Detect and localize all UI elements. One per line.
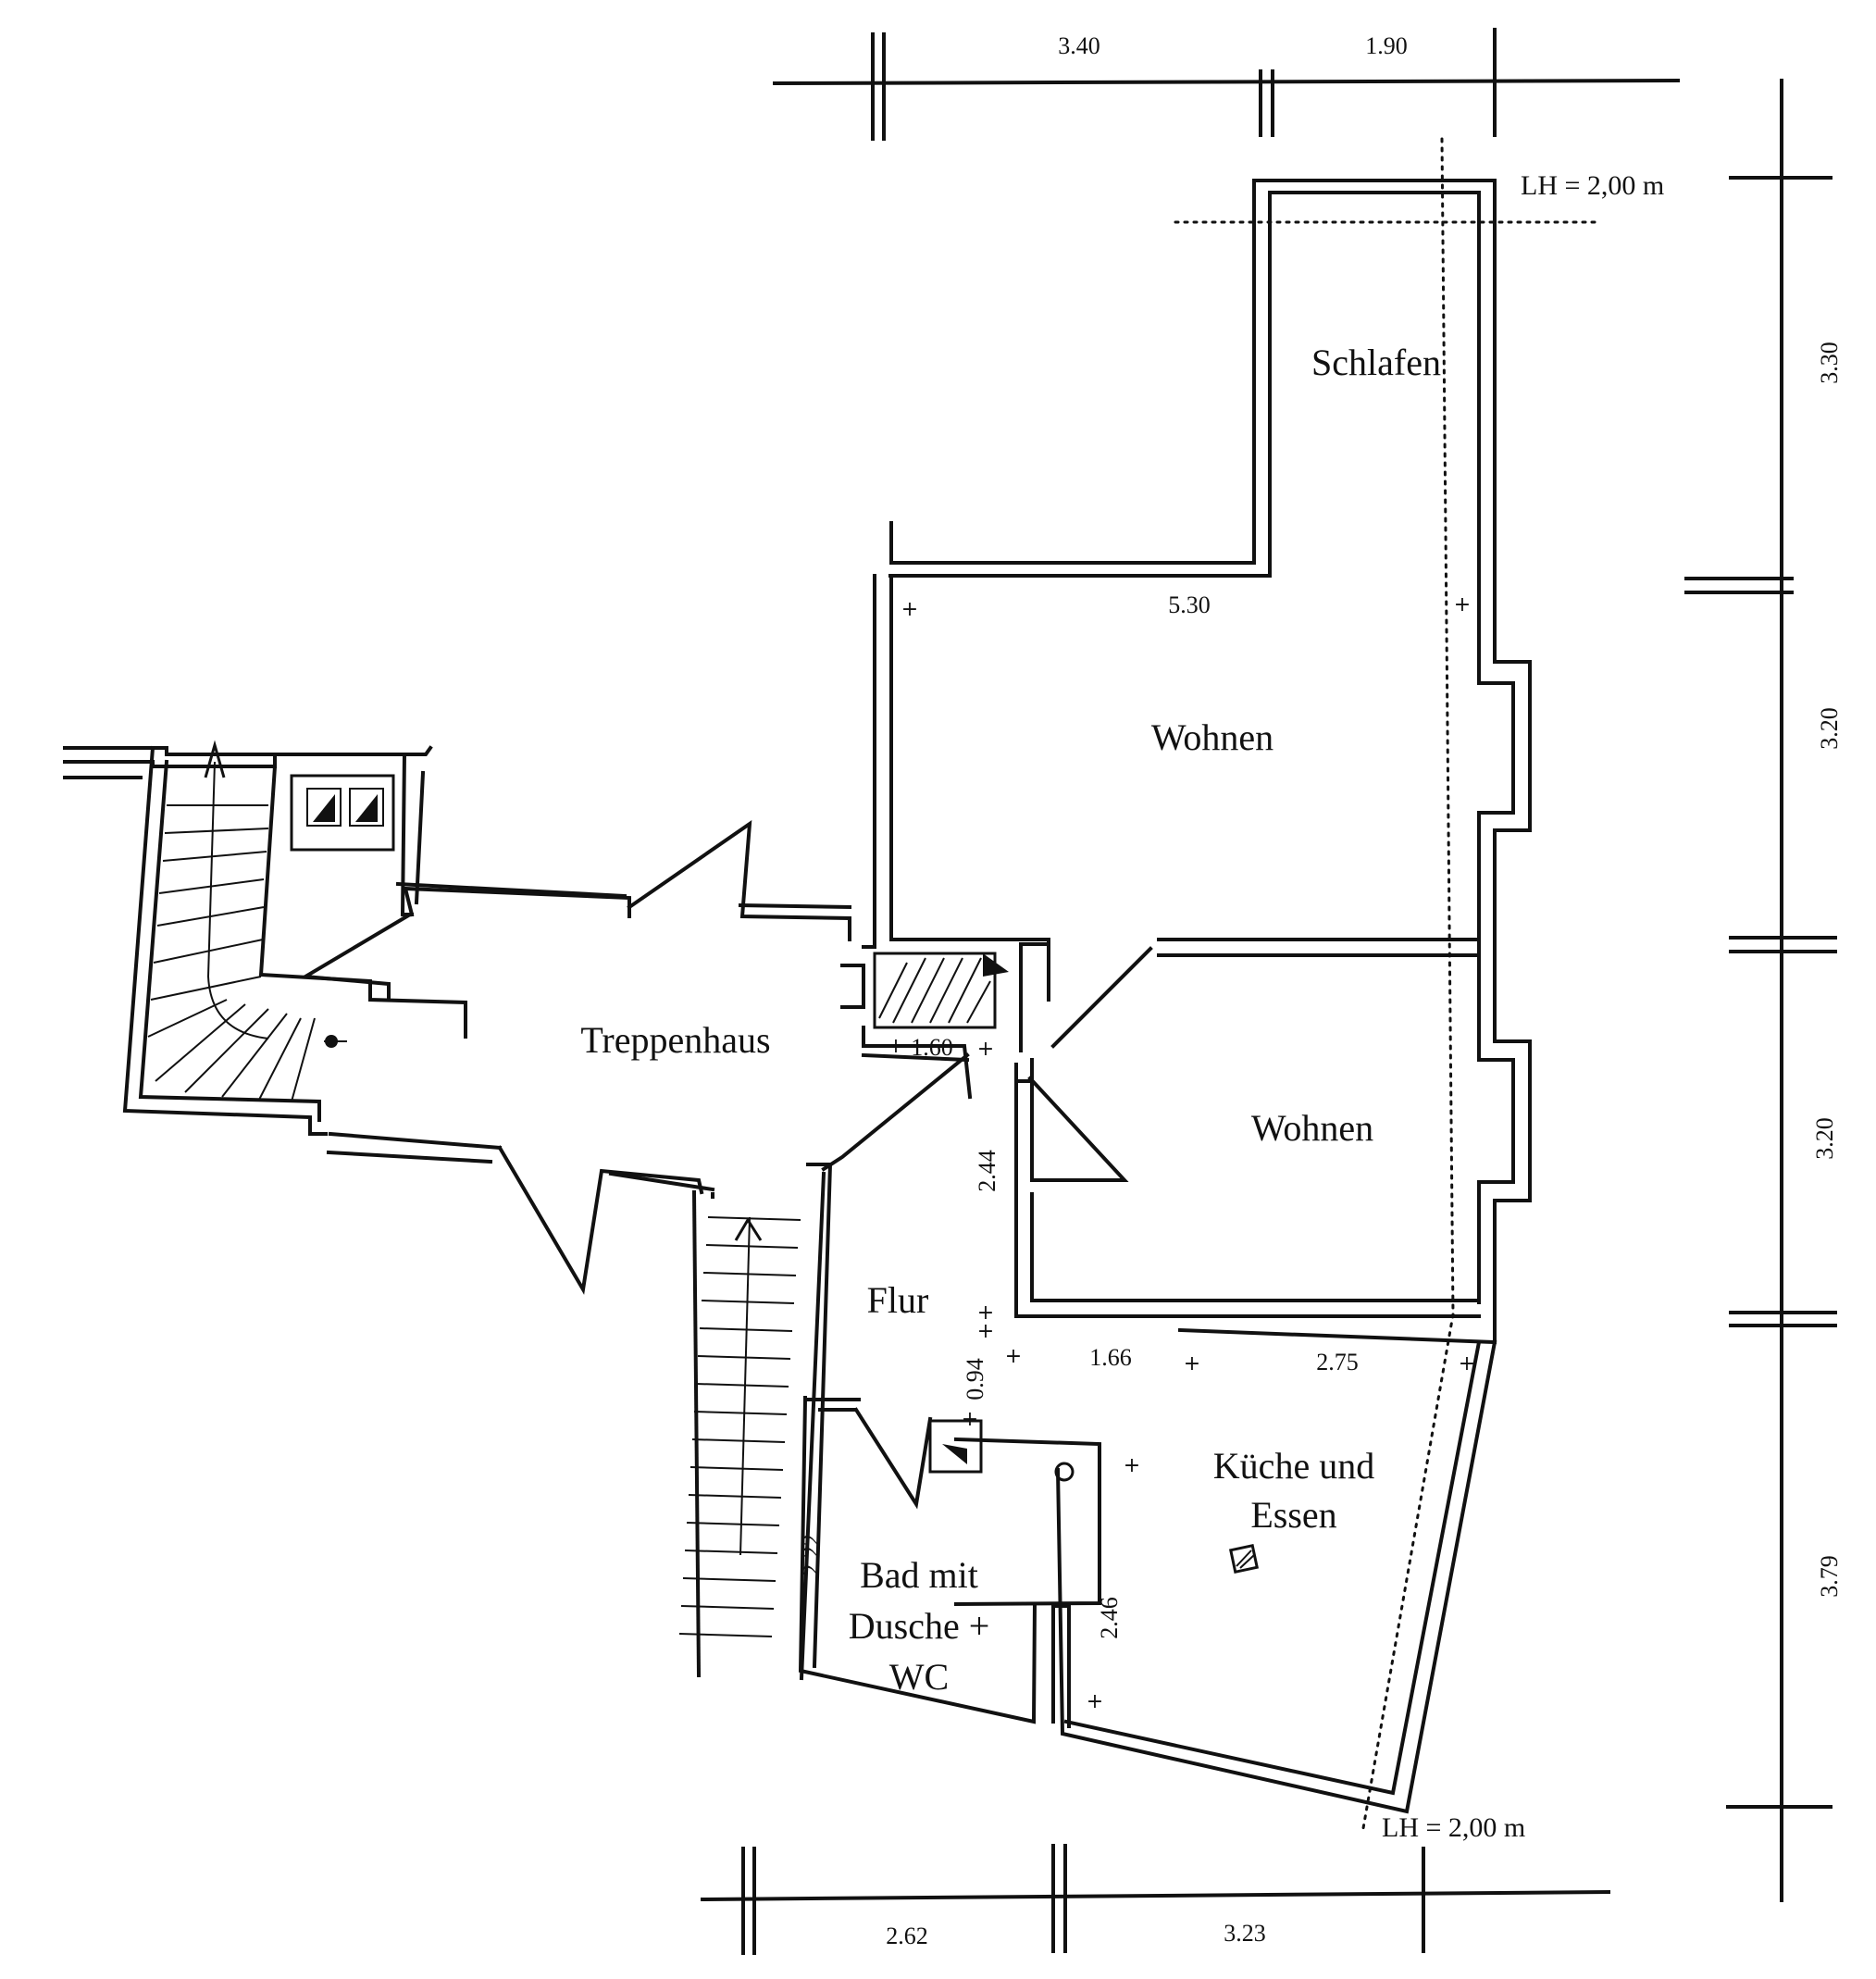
bath-fixtures: [928, 1419, 1075, 1482]
dim-bath-height: 2.22: [798, 1534, 825, 1576]
dim-kitchen-a: 1.66: [1089, 1344, 1132, 1371]
stairs-flur: [678, 1216, 801, 1637]
dim-kitchen-b: 2.75: [1316, 1349, 1359, 1375]
dim-wohnen-width: 5.30: [1168, 591, 1211, 618]
svg-text:+: +: [1459, 1352, 1475, 1375]
stairwell-walls: [63, 745, 1034, 1678]
dim-bottom-2: 3.23: [1224, 1920, 1266, 1947]
chimney-block: [873, 952, 1009, 1029]
svg-text:+: +: [1124, 1454, 1140, 1477]
dim-top-2: 1.90: [1365, 32, 1408, 59]
dim-step: 0.94: [962, 1358, 988, 1400]
svg-text:+: +: [977, 1301, 994, 1325]
room-label-bad-3: WC: [889, 1656, 949, 1698]
dimension-right: [1684, 79, 1837, 1902]
svg-text:+: +: [1087, 1690, 1103, 1713]
svg-text:+: +: [888, 1035, 904, 1058]
svg-text:+: +: [977, 1038, 994, 1061]
meter-box: [290, 774, 395, 852]
room-label-bad-2: Dusche +: [849, 1605, 990, 1647]
room-label-kueche-2: Essen: [1250, 1494, 1336, 1536]
dim-right-2: 3.20: [1816, 707, 1843, 750]
ceiling-height-label-bottom: LH = 2,00 m: [1382, 1812, 1525, 1843]
svg-text:+: +: [962, 1408, 978, 1431]
room-label-kueche-1: Küche und: [1213, 1445, 1374, 1487]
stairs-left: [147, 740, 347, 1102]
room-label-wohnen-mid: Wohnen: [1251, 1107, 1373, 1149]
dim-bath-right: 2.46: [1096, 1597, 1123, 1639]
dim-top-1: 3.40: [1058, 32, 1100, 59]
svg-text:+: +: [901, 598, 918, 621]
dimension-top: [772, 28, 1681, 141]
dim-bottom-1: 2.62: [886, 1923, 928, 1949]
walls: [798, 179, 1532, 1814]
dim-door-gap: 2.44: [974, 1150, 1000, 1192]
dim-right-3: 3.20: [1811, 1117, 1838, 1160]
ceiling-height-label-top: LH = 2,00 m: [1521, 170, 1664, 201]
dim-niche: 1.60: [911, 1034, 953, 1061]
kitchen-vent: [1228, 1543, 1260, 1574]
svg-text:+: +: [1184, 1352, 1200, 1375]
svg-text:+: +: [1454, 593, 1471, 616]
dim-right-4: 3.79: [1816, 1555, 1843, 1598]
measurement-marks: + + + + + + + + + + + +: [888, 593, 1475, 1713]
ceiling-height-lines: [1174, 137, 1601, 1830]
svg-text:+: +: [977, 1320, 994, 1343]
room-label-treppenhaus: Treppenhaus: [580, 1019, 770, 1061]
door-swings: [853, 946, 1153, 1607]
room-label-flur: Flur: [867, 1279, 929, 1321]
svg-text:+: +: [1005, 1345, 1022, 1368]
room-label-wohnen-top: Wohnen: [1151, 716, 1273, 758]
room-label-schlafen: Schlafen: [1311, 342, 1441, 383]
dimension-bottom: [700, 1844, 1611, 1955]
room-label-bad-1: Bad mit: [860, 1554, 978, 1596]
dim-right-1: 3.30: [1816, 342, 1843, 384]
